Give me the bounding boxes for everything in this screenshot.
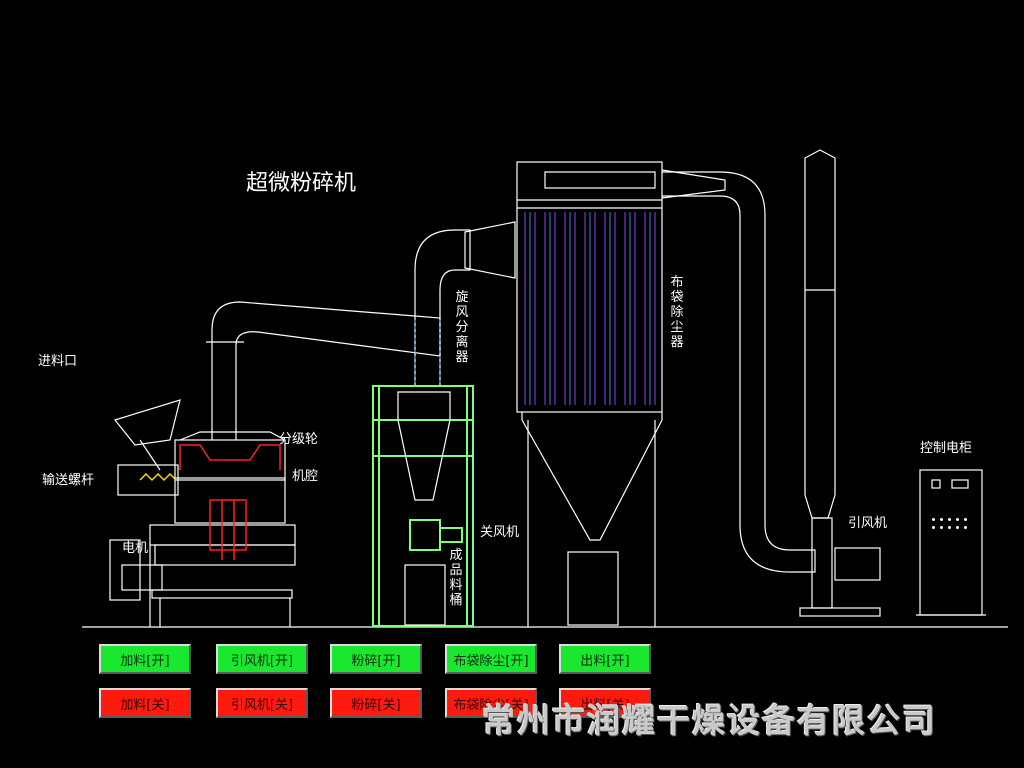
label-product-bucket: 成品料桶 — [449, 548, 463, 608]
fan-off-button[interactable]: 引风机[关] — [216, 688, 308, 718]
label-screw-conveyor: 输送螺杆 — [42, 473, 95, 488]
duct-cyclone-bagfilter — [414, 229, 471, 386]
induced-fan-shape — [799, 517, 881, 617]
bag-filter-shape — [516, 161, 663, 627]
bag-filter-off-button[interactable]: 布袋除尘[关] — [445, 688, 537, 718]
label-bag-filter: 布袋除尘器 — [670, 275, 684, 350]
control-cabinet-shape — [916, 469, 986, 616]
page-title: 超微粉碎机 — [246, 171, 357, 196]
company-watermark: 常州市润耀干燥设备有限公司 — [482, 701, 937, 740]
mill-machine — [109, 399, 296, 627]
label-chamber: 机腔 — [292, 469, 319, 484]
feed-off-button[interactable]: 加料[关] — [99, 688, 191, 718]
feed-on-button[interactable]: 加料[开] — [99, 644, 191, 674]
discharge-on-button[interactable]: 出料[开] — [559, 644, 651, 674]
product-bucket-shape — [404, 564, 446, 626]
label-motor: 电机 — [122, 541, 149, 556]
label-classifier-wheel: 分级轮 — [279, 432, 319, 447]
label-control-cabinet: 控制电柜 — [920, 441, 973, 456]
fan-on-button[interactable]: 引风机[开] — [216, 644, 308, 674]
cyclone-frame — [372, 385, 474, 627]
filter-bags — [524, 212, 656, 405]
discharge-off-button[interactable]: 出料[关] — [559, 688, 651, 718]
label-induced-fan: 引风机 — [848, 516, 888, 531]
label-rotary-valve: 关风机 — [480, 525, 520, 540]
rotary-valve-shape — [409, 519, 463, 551]
label-feed-inlet: 进料口 — [38, 354, 78, 369]
mill-rotor-accents — [179, 444, 281, 560]
label-cyclone-separator: 旋风分离器 — [455, 290, 469, 365]
exhaust-stack — [804, 149, 836, 519]
grind-off-button[interactable]: 粉碎[关] — [330, 688, 422, 718]
bag-filter-on-button[interactable]: 布袋除尘[开] — [445, 644, 537, 674]
cyclone-cone — [397, 391, 451, 501]
duct-bagfilter-fan — [662, 171, 816, 573]
grind-on-button[interactable]: 粉碎[开] — [330, 644, 422, 674]
